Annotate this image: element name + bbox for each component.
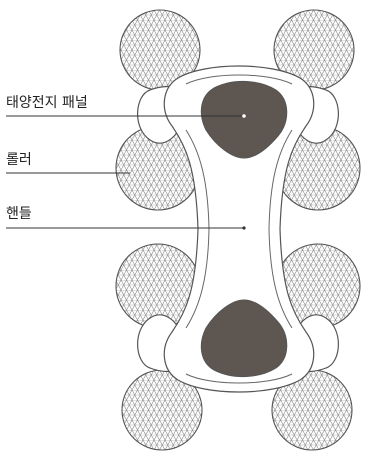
- callout-label-roller: 롤러: [6, 152, 32, 168]
- leader-dot-handle: [242, 226, 245, 229]
- leader-dot-solar-panel: [242, 114, 246, 118]
- callout-label-handle: 핸들: [6, 206, 32, 222]
- callout-label-solar-panel: 태양전지 패널: [6, 95, 88, 111]
- callout-roller: 롤러: [6, 152, 130, 173]
